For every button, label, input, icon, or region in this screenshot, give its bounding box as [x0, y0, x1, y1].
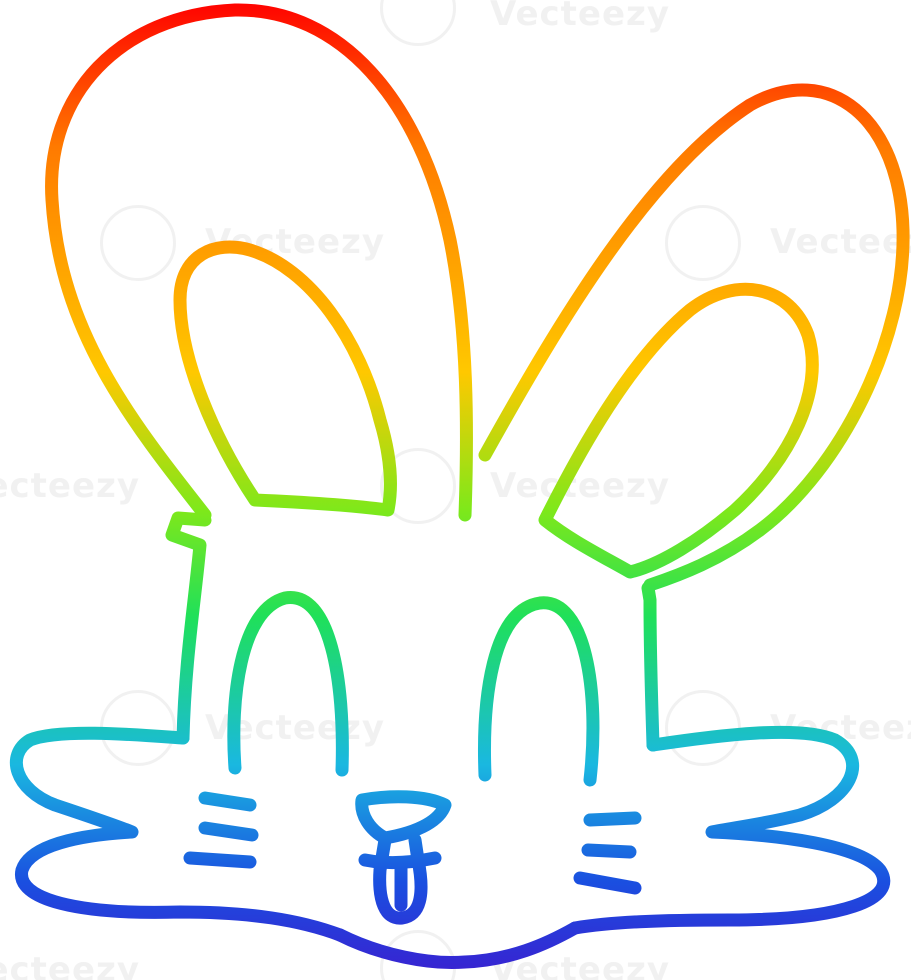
left-ear-inner	[173, 240, 397, 517]
left-whisker-middle	[198, 821, 259, 842]
right-whisker-top	[583, 811, 642, 827]
nose	[355, 790, 452, 845]
head-right-side	[641, 581, 660, 752]
left-whisker-top	[198, 791, 257, 812]
left-eye	[227, 591, 349, 777]
right-ear-inner	[538, 282, 819, 579]
teeth	[373, 833, 428, 925]
right-whisker-middle	[581, 843, 637, 859]
right-cheek	[568, 725, 891, 935]
head-left-side	[165, 511, 212, 745]
right-ear-outer	[478, 83, 910, 592]
right-eye	[478, 596, 600, 787]
right-whisker-bottom	[573, 871, 642, 895]
left-cheek	[9, 726, 347, 942]
left-whisker-bottom	[183, 851, 257, 869]
left-ear-outer	[45, 3, 473, 522]
chin	[333, 921, 582, 969]
